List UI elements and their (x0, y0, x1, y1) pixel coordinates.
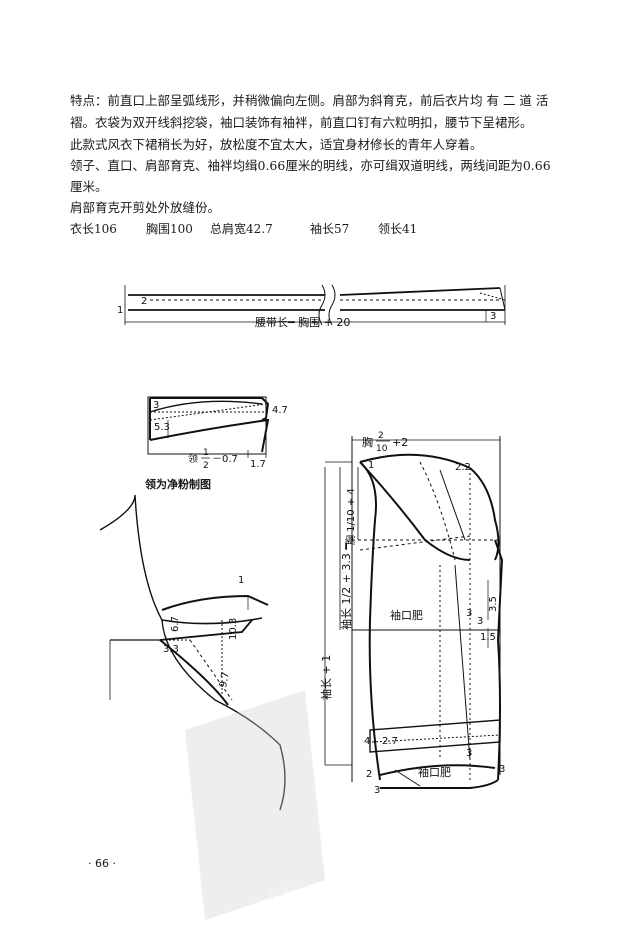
paragraph-2: 褶。衣袋为双开线斜挖袋，袖口装饰有袖袢，前直口钉有六粒明扣，腰节下呈裙形。 (70, 115, 533, 130)
collar-draft (147, 396, 270, 458)
yoke-mark-9-7: 9.7 (218, 671, 232, 689)
measure-length: 衣长106 (70, 222, 117, 236)
sleeve-mark-3e: 3 (499, 764, 505, 775)
paragraph-1: 特点：前直口上部呈弧线形，并稍微偏向左侧。肩部为斜育克，前后衣片均 有 二 道 … (70, 93, 549, 108)
belt-length-label: 腰带长━ 胸围 + 20 (255, 315, 350, 329)
sleeve-mark-2: 2 (366, 769, 372, 780)
collar-mark-5-3: 5.3 (154, 422, 170, 433)
sleeve-mark-2-7: 2.7 (382, 736, 398, 747)
sleeve-cuff-width-lower: 袖口肥 (418, 765, 451, 779)
page-number: · 66 · (88, 857, 116, 870)
sleeve-length-label: 袖长 + 1 (319, 655, 333, 700)
sleeve-top-chest: 胸 (362, 435, 373, 449)
sleeve-mark-3d: 3 (466, 748, 472, 759)
collar-mark-4-7: 4.7 (272, 405, 288, 416)
sleeve-mark-1-5: 1.5 (480, 632, 496, 643)
sleeve-mark-3a: 3 (466, 608, 472, 619)
sleeve-mark-3c: 3 (374, 785, 380, 796)
measure-chest: 胸围100 (146, 222, 193, 236)
measure-sleeve: 袖长57 (310, 222, 350, 236)
paragraph-3: 此款式风衣下裙稍长为好，放松度不宜太大，适宜身材修长的青年人穿着。 (70, 137, 483, 152)
paragraph-4: 领子、直口、肩部育克、袖袢均缉0.66厘米的明线，亦可缉双道明线，两线间距为0.… (70, 158, 551, 173)
sleeve-top-frac-num: 2 (378, 431, 384, 441)
belt-mark-1: 1 (117, 305, 123, 316)
belt-mark-3: 3 (490, 311, 496, 322)
sleeve-cap-label: 袖长 1/2 + 3.3 ━ (339, 543, 353, 630)
sleeve-cap-label-2: 胸 1/10 + 4 (344, 488, 357, 545)
collar-length-label: 领 (188, 452, 198, 465)
collar-mark-3: 3 (153, 400, 159, 411)
sleeve-cuff-width-upper: 袖口肥 (390, 608, 423, 622)
measure-shoulder: 总肩宽42.7 (210, 222, 273, 236)
sleeve-mark-4: 4 (364, 736, 370, 747)
yoke-mark-1: 1 (238, 575, 244, 586)
belt-draft (124, 284, 506, 326)
yoke-mark-6-7: 6.7 (170, 616, 181, 632)
belt-mark-2: 2 (141, 296, 147, 307)
sleeve-top-plus: +2 (392, 436, 408, 449)
measure-collar: 领长41 (378, 222, 418, 236)
sleeve-top-frac-den: 10 (376, 444, 388, 454)
yoke-mark-10-3: 10.3 (228, 618, 239, 640)
collar-frac-den: 2 (203, 461, 209, 471)
paragraph-6: 肩部育克开剪处外放缝份。 (70, 200, 221, 215)
sleeve-mark-2-2: 2.2 (455, 462, 471, 473)
sleeve-mark-3-5: 3.5 (488, 596, 499, 612)
collar-frac-num: 1 (203, 448, 209, 458)
sleeve-mark-1: 1 (368, 460, 374, 471)
collar-mark-1-7: 1.7 (250, 459, 266, 470)
paragraph-5: 厘米。 (70, 179, 108, 194)
collar-length-minus: －0.7 (212, 454, 238, 465)
yoke-draft (99, 494, 286, 811)
yoke-mark-3-3: 3.3 (163, 644, 179, 655)
sleeve-draft (324, 436, 504, 789)
collar-caption: 领为净粉制图 (145, 478, 211, 491)
sleeve-mark-3b: 3 (477, 616, 483, 627)
